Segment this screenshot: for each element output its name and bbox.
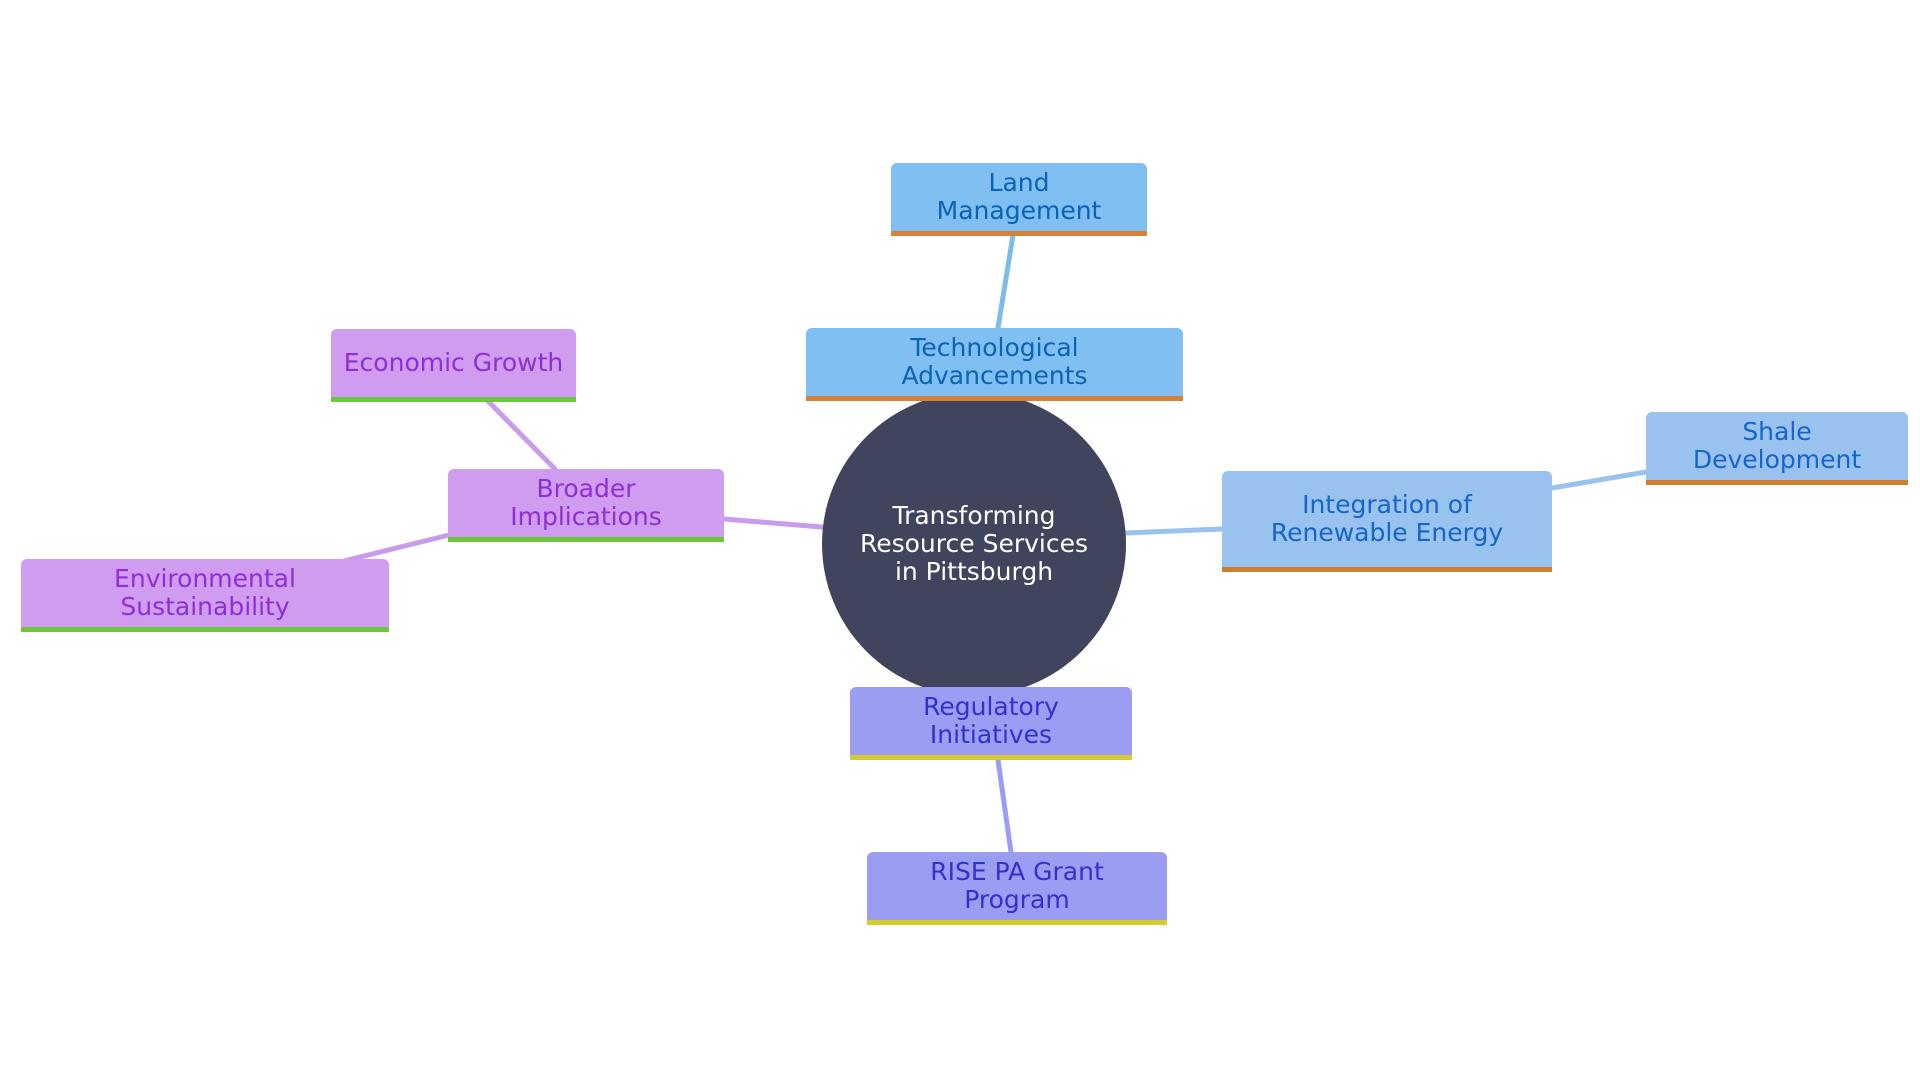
node-integration-renewable-energy: Integration of Renewable Energy [1222, 471, 1552, 572]
node-land-management: Land Management [891, 163, 1147, 236]
node-environmental-sustainability: Environmental Sustainability [21, 559, 389, 632]
edge-broader-economic [484, 397, 558, 472]
edge-regulatory-rise [995, 757, 1014, 855]
rise-pa-grant-program-label: RISE PA Grant Program [930, 857, 1104, 914]
integration-renewable-energy-label: Integration of Renewable Energy [1270, 490, 1504, 547]
edge-renewable-shale [1549, 469, 1649, 491]
technological-advancements-label: Technological Advancements [901, 333, 1088, 390]
environmental-sustainability-label: Environmental Sustainability [114, 564, 296, 621]
node-rise-pa-grant-program: RISE PA Grant Program [867, 852, 1167, 925]
economic-growth-label: Economic Growth [343, 348, 564, 377]
node-shale-development: Shale Development [1646, 412, 1908, 485]
root-label: Transforming Resource Services in Pittsb… [859, 501, 1088, 586]
edge-root-renewable [1123, 526, 1225, 536]
broader-implications-label: Broader Implications [510, 474, 662, 531]
land-management-label: Land Management [936, 168, 1102, 225]
node-regulatory-initiatives: Regulatory Initiatives [850, 687, 1132, 760]
edge-root-broader [721, 516, 825, 530]
edge-broader-environmental [341, 532, 452, 564]
node-broader-implications: Broader Implications [448, 469, 724, 542]
regulatory-initiatives-label: Regulatory Initiatives [923, 692, 1059, 749]
shale-development-label: Shale Development [1692, 417, 1862, 474]
root-node: Transforming Resource Services in Pittsb… [822, 392, 1126, 696]
node-technological-advancements: Technological Advancements [806, 328, 1183, 401]
node-economic-growth: Economic Growth [331, 329, 576, 402]
edge-tech-land [995, 232, 1016, 331]
